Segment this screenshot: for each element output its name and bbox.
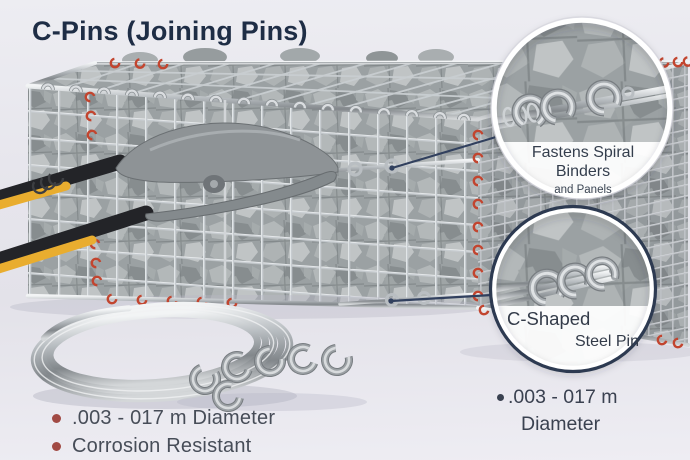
c-pin-icon bbox=[288, 344, 319, 375]
spec-list-left: .003 - 017 m Diameter Corrosion Resistan… bbox=[52, 407, 275, 460]
pliers-pivot-bolt bbox=[210, 180, 218, 188]
spec-right-row1: .003 - 017 m bbox=[497, 386, 617, 409]
callout-bottom-photo bbox=[494, 210, 652, 368]
leader-line-top bbox=[389, 135, 497, 171]
bullet-dot bbox=[52, 414, 61, 423]
c-pin-icon bbox=[322, 345, 351, 374]
callout-top-label-line1: Fastens Spiral bbox=[531, 144, 635, 161]
callout-top-label-line3: and Panels bbox=[554, 183, 612, 196]
spec-right: .003 - 017 m Diameter bbox=[497, 386, 617, 436]
bullet-dot bbox=[497, 394, 504, 401]
pliers-jaw-upper bbox=[115, 122, 339, 183]
page-title: C-Pins (Joining Pins) bbox=[32, 16, 308, 46]
callout-bottom-circle bbox=[488, 204, 658, 374]
spec-item-corrosion: Corrosion Resistant bbox=[52, 435, 275, 458]
pliers-jaw-highlight bbox=[149, 129, 301, 152]
pliers bbox=[0, 122, 339, 274]
callout-top-label-line2: Binders bbox=[555, 162, 611, 180]
bullet-dot bbox=[52, 442, 61, 451]
spec-item-label: Corrosion Resistant bbox=[72, 435, 252, 457]
callout-bottom-label: C-Shaped Steel Pin bbox=[507, 308, 645, 351]
spec-right-value: .003 - 017 m bbox=[508, 386, 618, 408]
pliers-lower-handle-grip bbox=[0, 235, 97, 274]
callout-bottom-label-line2: Steel Pin bbox=[574, 333, 639, 351]
pliers-spring bbox=[31, 169, 65, 195]
wire-coil bbox=[30, 301, 294, 403]
pliers-upper-handle-grip bbox=[0, 181, 71, 210]
spec-right-line2: Diameter bbox=[521, 413, 601, 435]
leader-line-bottom bbox=[388, 293, 493, 304]
spec-item-label: .003 - 017 m Diameter bbox=[72, 407, 276, 429]
pliers-lower-handle bbox=[0, 205, 154, 268]
pliers-upper-handle bbox=[0, 154, 128, 206]
callout-bottom-ring-navy bbox=[488, 204, 658, 374]
callout-top-rim bbox=[491, 17, 673, 199]
spec-item-diameter: .003 - 017 m Diameter bbox=[52, 407, 275, 430]
callout-bottom-label-line1: C-Shaped bbox=[507, 308, 591, 329]
pliers-jaw-lower bbox=[145, 171, 337, 222]
callout-top-label: Fastens Spiral Binders and Panels bbox=[494, 144, 672, 196]
callout-bottom-rim bbox=[491, 207, 655, 371]
